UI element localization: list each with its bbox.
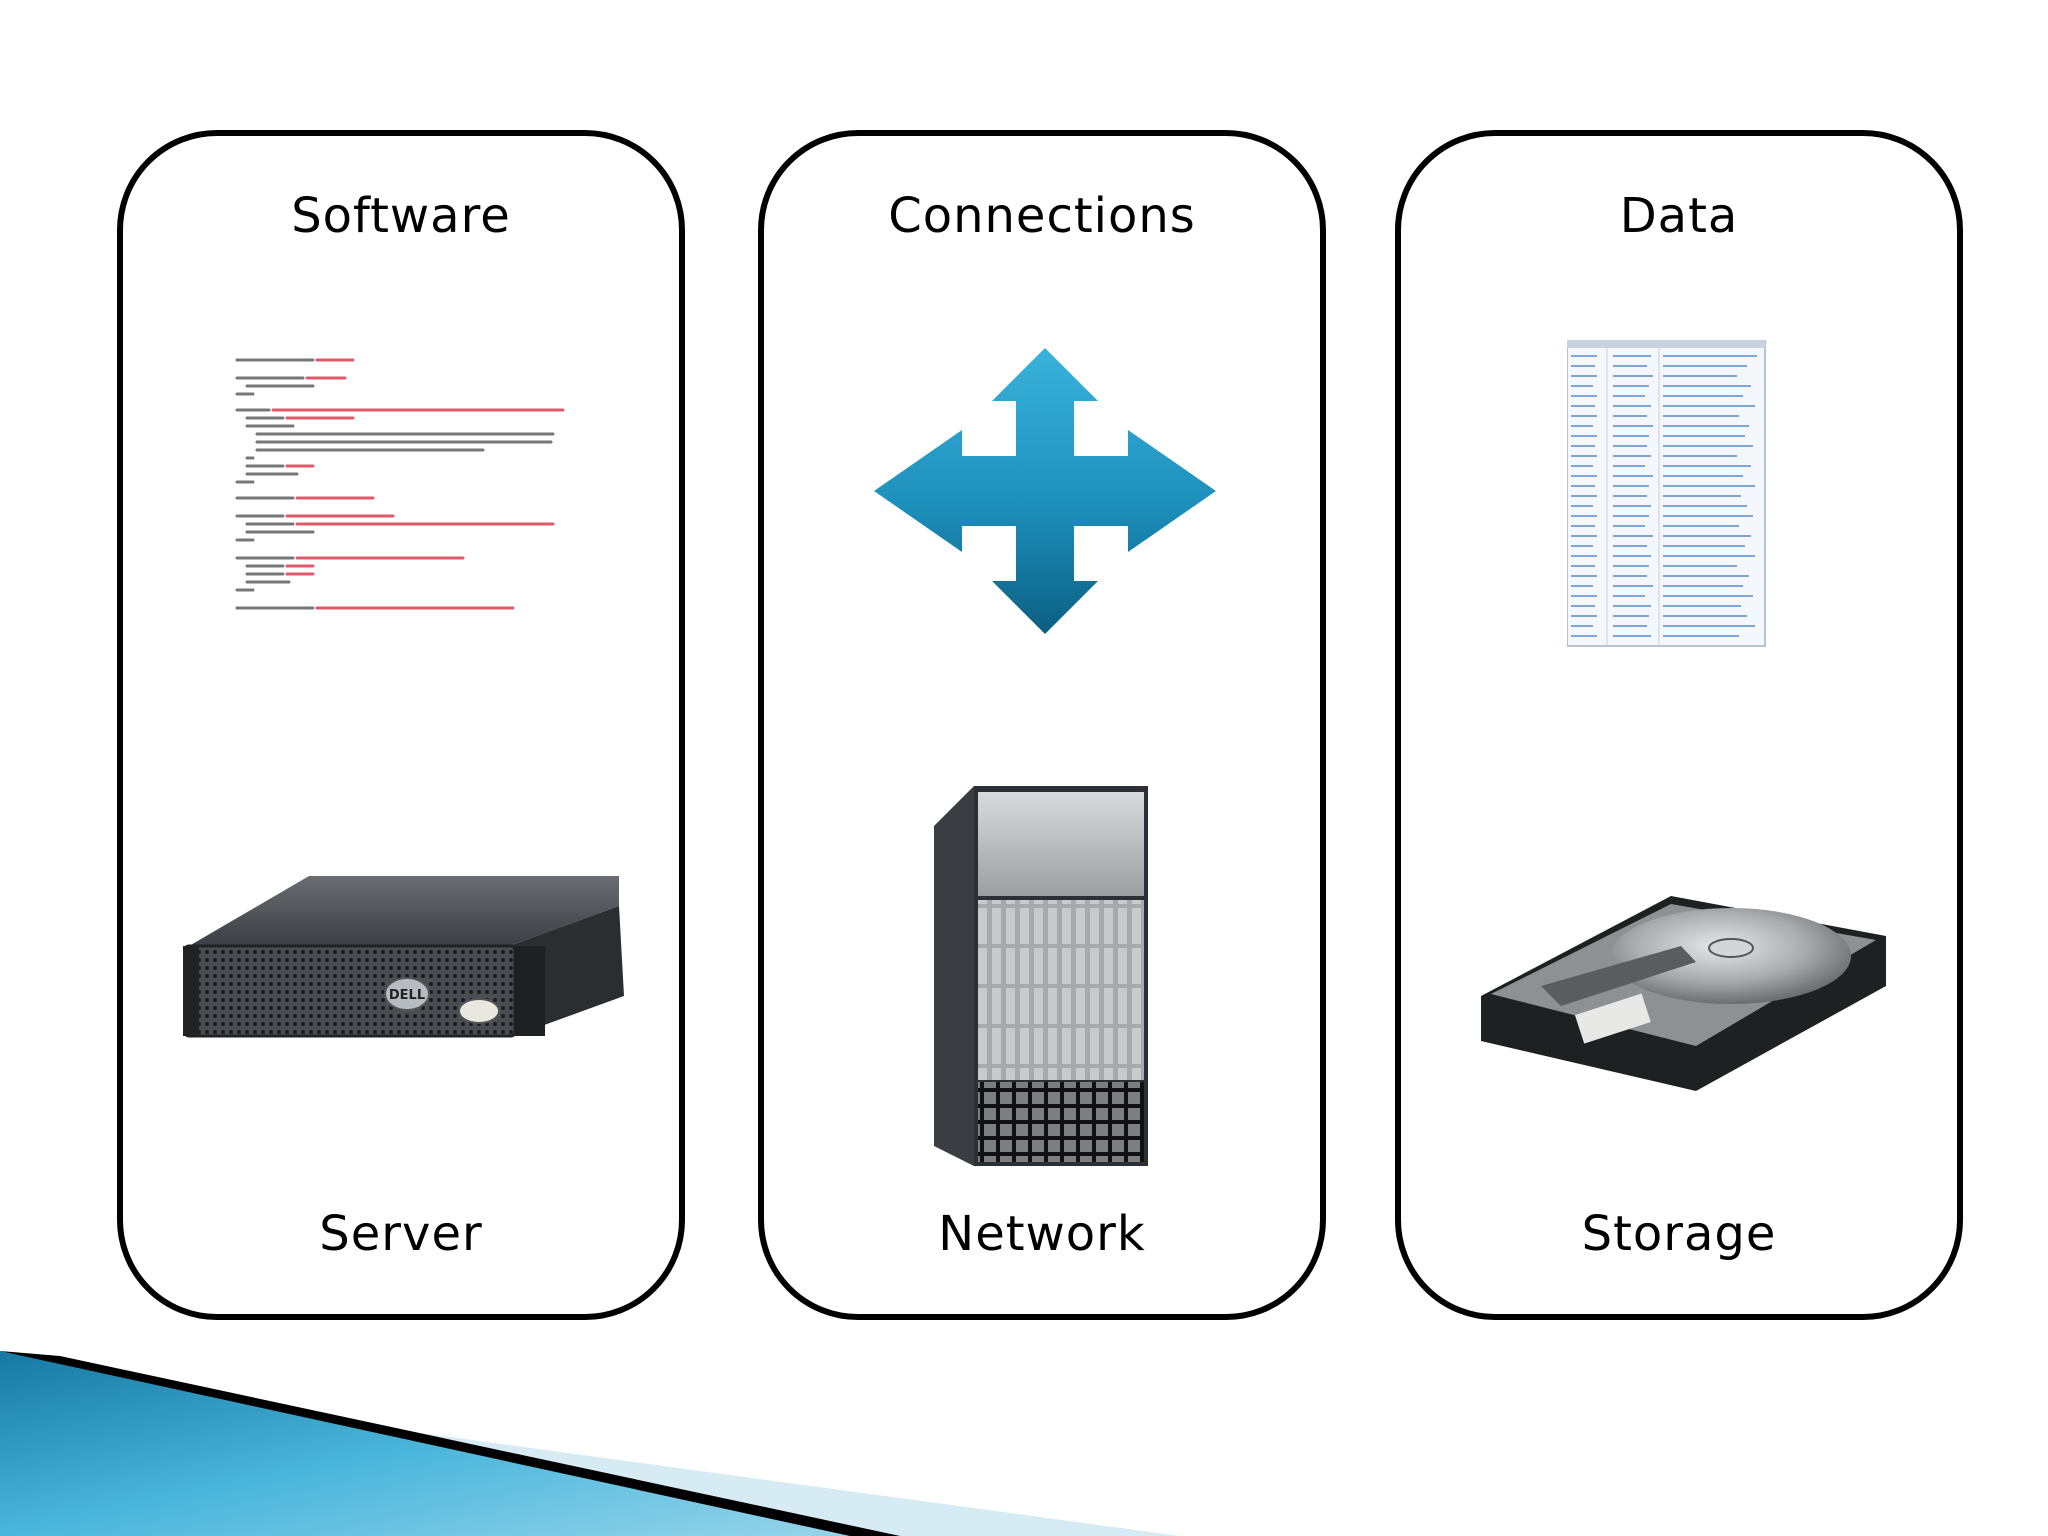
hard-disk-drive-icon (1481, 896, 1886, 1091)
panel-top-label: Connections (888, 188, 1196, 244)
panel-bottom-label: Server (319, 1206, 483, 1262)
data-storage-panel: Data (1395, 130, 1963, 1320)
corner-swoosh-decoration (0, 1351, 1180, 1536)
panel-top-label: Data (1619, 188, 1739, 244)
connections-network-panel: Connections (758, 130, 1326, 1320)
panel-bottom-label: Network (938, 1206, 1146, 1262)
software-server-panel: Software (117, 130, 685, 1320)
code-listing-icon (235, 358, 565, 610)
four-way-arrows-icon (874, 348, 1216, 634)
data-table-icon (1567, 340, 1766, 647)
panel-bottom-label: Storage (1581, 1206, 1777, 1262)
server-brand-logo: DELL (389, 988, 425, 1003)
network-switch-chassis-icon (934, 786, 1148, 1166)
rack-server-icon: DELL (183, 876, 624, 1038)
panel-top-label: Software (291, 188, 511, 244)
